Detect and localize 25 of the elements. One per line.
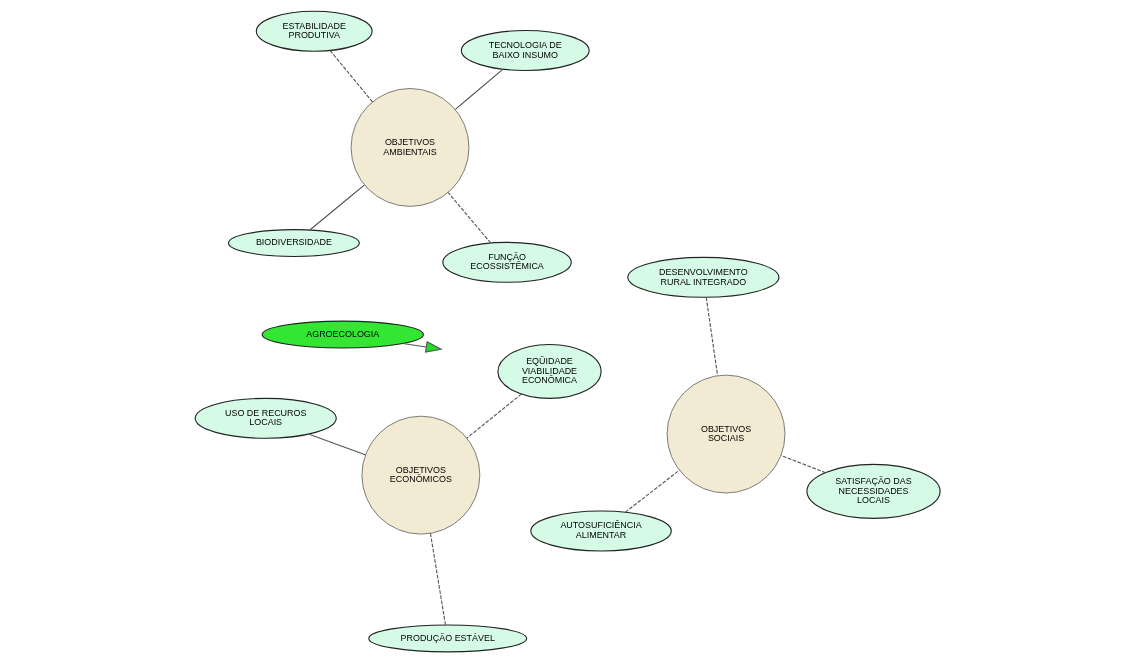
node-ellipse: AUTOSUFICIÊNCIA ALIMENTAR	[529, 510, 672, 552]
connector	[329, 50, 373, 103]
node-circle: OBJETIVOS ECONÔMICOS	[361, 415, 480, 535]
node-ellipse: EQÜIDADE VIABILIDADE ECONÔMICA	[496, 343, 602, 399]
connector	[465, 393, 522, 439]
node-ellipse: USO DE RECUROS LOCAIS	[194, 397, 337, 439]
node-ellipse: AGROECOLOGIA	[261, 320, 424, 349]
node-ellipse: TECNOLOGIA DE BAIXO INSUMO	[460, 30, 590, 71]
node-ellipse: ESTABILIDADE PRODUTIVA	[255, 10, 373, 52]
node-circle: OBJETIVOS SOCIAIS	[666, 374, 785, 494]
node-ellipse: SATISFAÇÃO DAS NECESSIDADES LOCAIS	[805, 463, 941, 519]
node-ellipse: BIODIVERSIDADE	[227, 229, 360, 258]
connector	[454, 68, 503, 110]
connector	[308, 184, 365, 231]
node-circle: OBJETIVOS AMBIENTAIS	[350, 88, 469, 207]
node-ellipse: PRODUÇÃO ESTÁVEL	[367, 624, 527, 653]
node-ellipse: DESENVOLVIMENTO RURAL INTEGRADO	[626, 256, 779, 298]
node-ellipse: FUNÇÃO ECOSSISTÊMICA	[441, 241, 572, 283]
connector	[308, 433, 366, 456]
arrow	[401, 340, 443, 353]
connector	[429, 532, 446, 626]
connector	[447, 192, 491, 244]
connector	[705, 296, 718, 377]
connector	[780, 454, 826, 474]
connector	[624, 469, 680, 513]
